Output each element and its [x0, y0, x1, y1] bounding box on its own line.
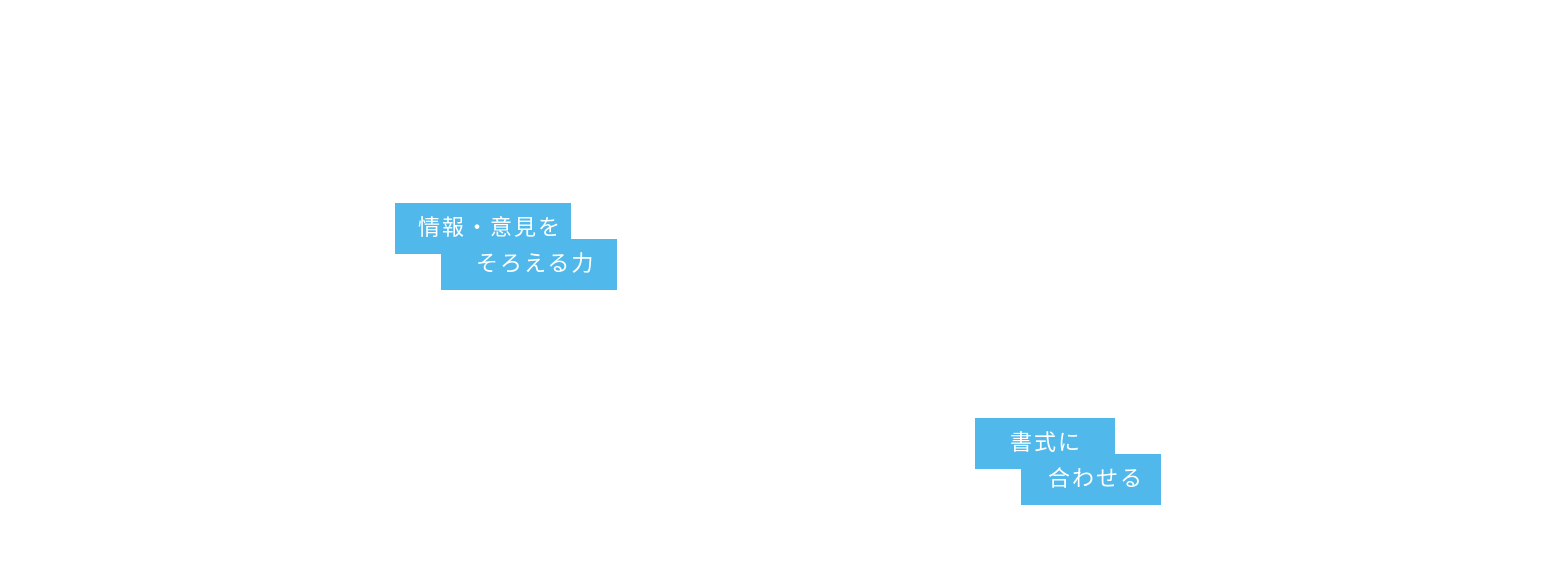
- label-line-2: そろえる力: [441, 239, 617, 290]
- label-line-2: 合わせる: [1021, 454, 1161, 505]
